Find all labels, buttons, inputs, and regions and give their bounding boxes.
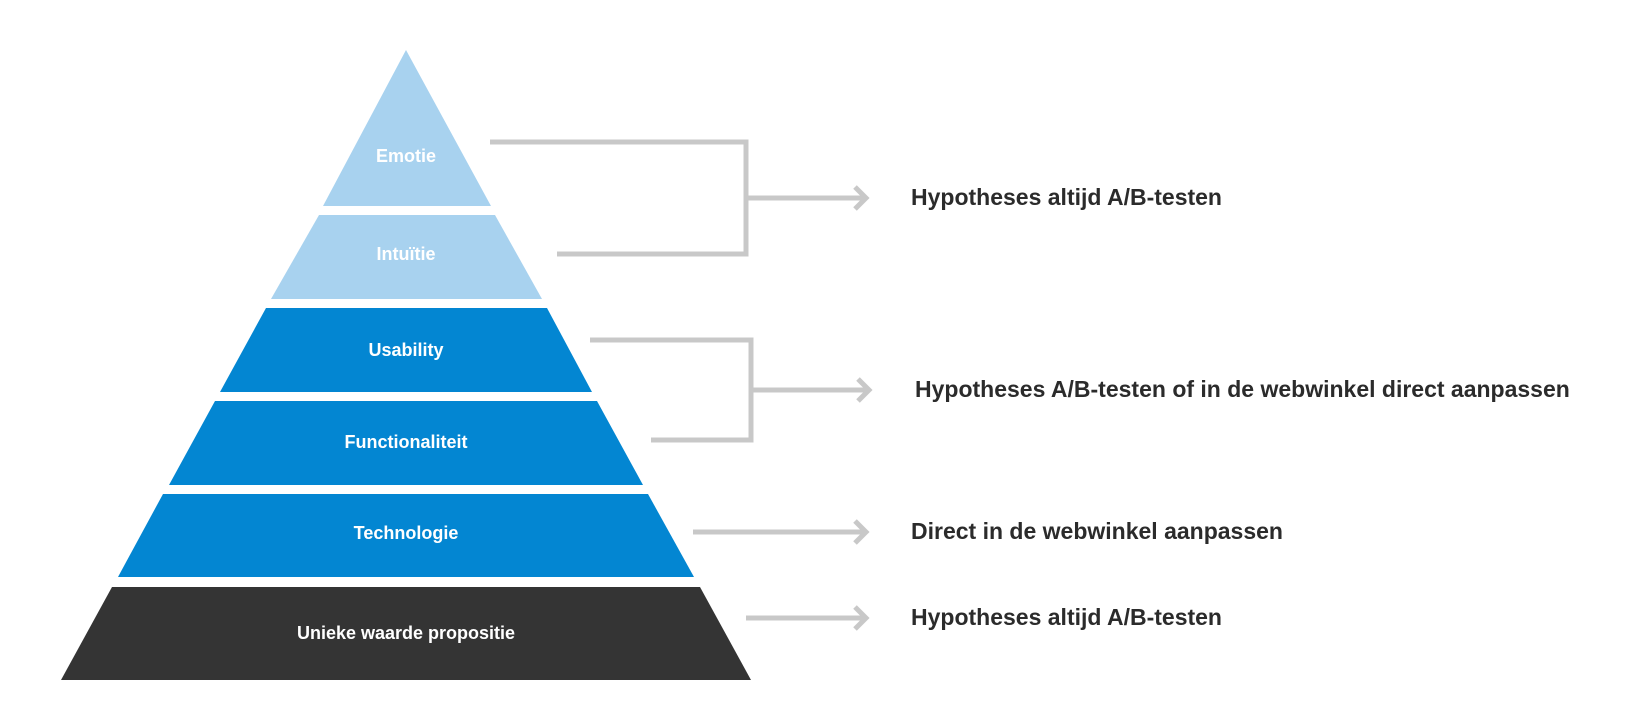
layer-label: Emotie (376, 146, 436, 166)
bracket-connector-middle (590, 337, 873, 443)
layer-shape (323, 50, 491, 206)
arrow-connector-technologie (693, 519, 870, 545)
layer-usability: Usability (220, 308, 592, 392)
layer-technologie: Technologie (118, 494, 694, 577)
layer-label: Technologie (354, 523, 459, 543)
pyramid: Emotie Intuïtie Usability Functionalitei… (61, 50, 751, 680)
layer-unieke-waarde-propositie: Unieke waarde propositie (61, 587, 751, 680)
outcome-label-technologie: Direct in de webwinkel aanpassen (911, 518, 1283, 544)
layer-label: Functionaliteit (345, 432, 468, 452)
layer-shape (61, 587, 751, 680)
layer-shape (271, 215, 542, 299)
arrow-head-icon (853, 185, 870, 211)
outcome-label-propositie: Hypotheses altijd A/B-testen (911, 604, 1222, 630)
outcome-label-usability-functionaliteit: Hypotheses A/B-testen of in de webwinkel… (915, 376, 1570, 402)
layer-label: Unieke waarde propositie (297, 623, 515, 643)
layer-emotie: Emotie (323, 50, 491, 206)
layer-shape (220, 308, 592, 392)
arrow-head-icon (853, 519, 870, 545)
arrow-connector-propositie (746, 605, 870, 631)
connectors (490, 139, 873, 631)
layer-intuitie: Intuïtie (271, 215, 542, 299)
layer-functionaliteit: Functionaliteit (169, 401, 643, 485)
outcome-label-emotie-intuitie: Hypotheses altijd A/B-testen (911, 184, 1222, 210)
arrow-head-icon (853, 605, 870, 631)
layer-shape (169, 401, 643, 485)
arrow-head-icon (856, 377, 873, 403)
bracket-connector-top (490, 139, 870, 257)
layer-label: Intuïtie (377, 244, 436, 264)
layer-shape (118, 494, 694, 577)
layer-label: Usability (368, 340, 443, 360)
